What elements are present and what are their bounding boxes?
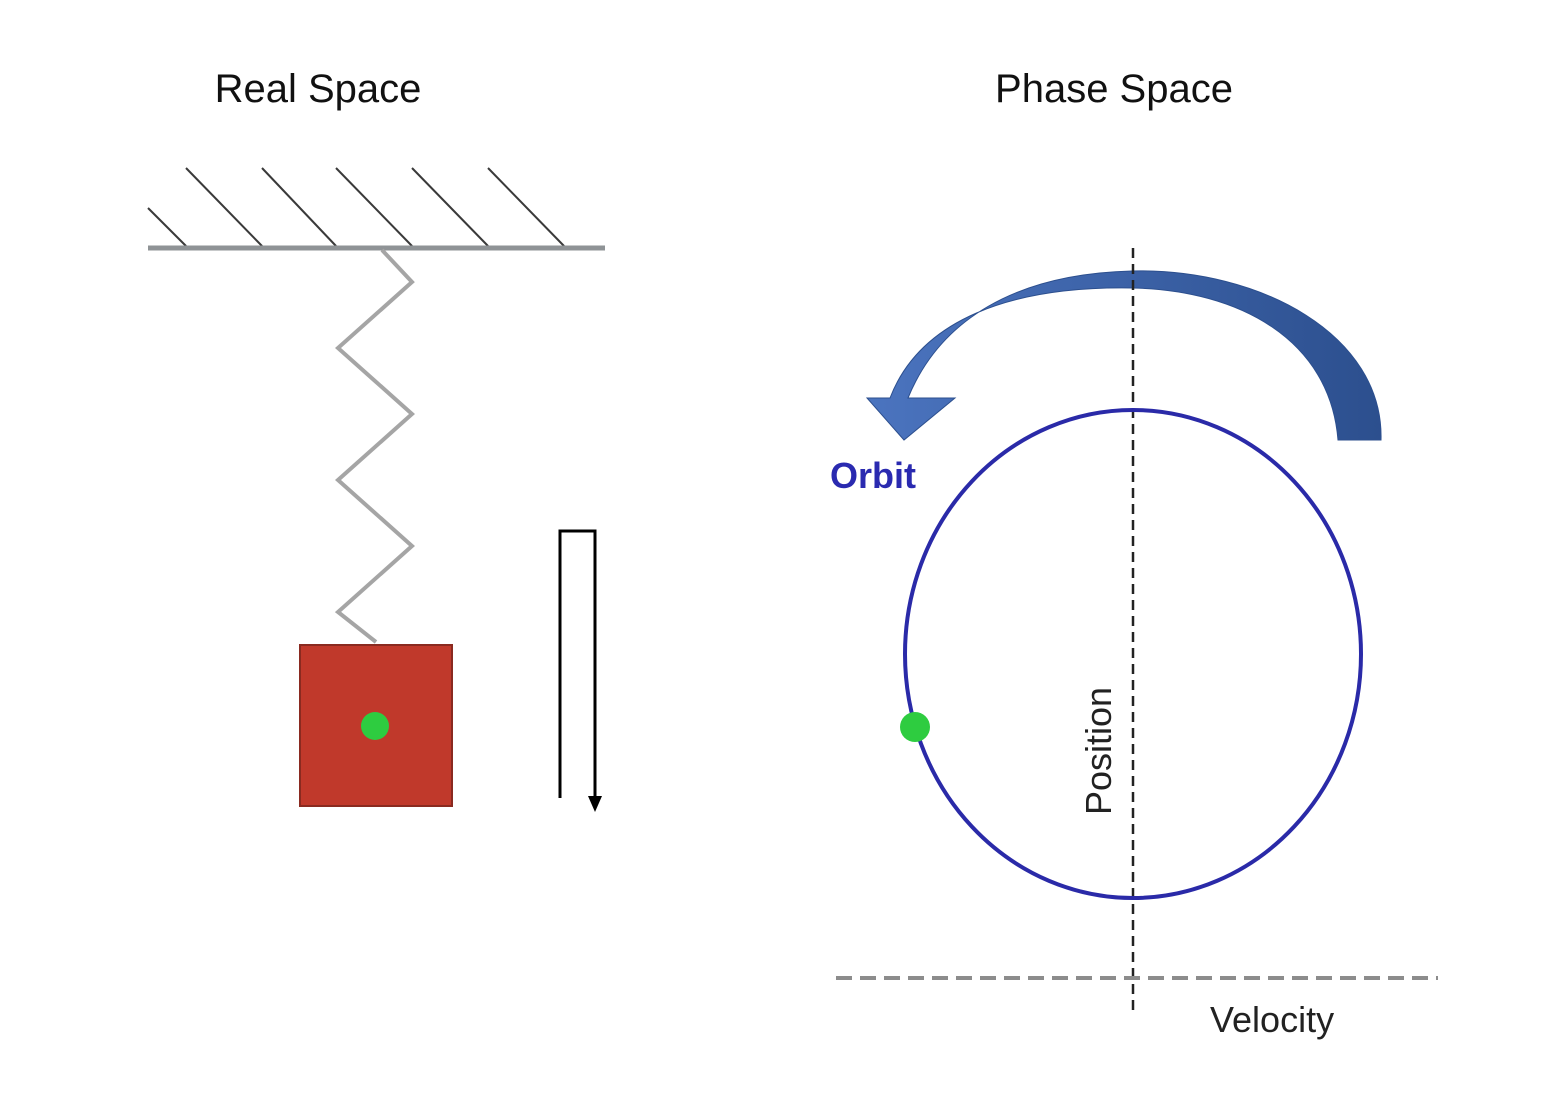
phase-point-dot [900,712,930,742]
motion-direction-arrow [558,529,602,812]
arrowhead-down-icon [588,796,602,812]
real-space-panel: Real Space [147,67,605,812]
hatch-line [147,207,187,247]
hatch-line [335,167,413,247]
mass-marker-dot [361,712,389,740]
ceiling-hatching [147,167,565,247]
velocity-axis-label: Velocity [1210,999,1334,1040]
real-space-title: Real Space [215,67,422,111]
position-axis-label: Position [1078,687,1119,815]
spring [334,248,416,644]
orbit-path [903,408,1363,900]
phase-space-title: Phase Space [995,67,1233,111]
hatch-line [411,167,489,247]
hatch-line [487,167,565,247]
hatch-line [185,167,263,247]
phase-space-panel: Phase Space Orbit Position Velocity [830,67,1438,1040]
orbit-label: Orbit [830,455,916,496]
hatch-line [261,167,337,247]
rotation-arrow-icon [865,270,1382,441]
